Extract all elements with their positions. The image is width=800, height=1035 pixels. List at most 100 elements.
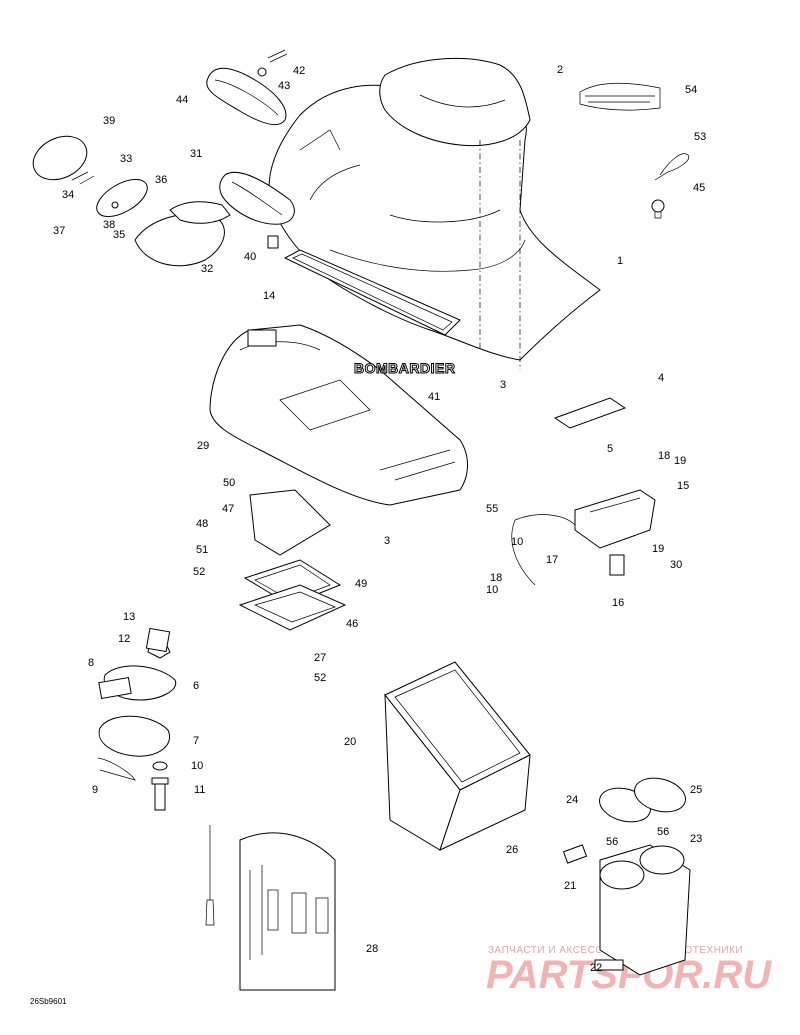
callout-29: 29 [197, 440, 209, 452]
callout-49: 49 [355, 578, 367, 590]
callout-45: 45 [693, 182, 705, 194]
callout-50: 50 [223, 477, 235, 489]
grab-handle [219, 171, 295, 225]
callout-number: 11 [194, 784, 205, 796]
callout-48: 48 [196, 518, 208, 530]
callout-number: 33 [120, 153, 132, 165]
callout-22: 22 [590, 962, 602, 974]
callout-15: 15 [677, 480, 689, 492]
callout-number: 19 [652, 543, 664, 555]
callout-number: 39 [103, 115, 115, 127]
callout-8: 8 [88, 657, 94, 669]
callout-46: 46 [346, 618, 358, 630]
callout-number: 52 [314, 672, 326, 684]
top-cover-panel [379, 57, 531, 147]
bracket-4 [553, 397, 627, 429]
callout-19: 19 [652, 543, 664, 555]
callout-number: 3 [500, 379, 506, 391]
mirror-housing [134, 201, 231, 267]
callout-number: 3 [384, 535, 390, 547]
callout-4: 4 [658, 372, 664, 384]
brand-label: BOMBARDIER [354, 360, 455, 376]
retaining-clip [654, 153, 690, 181]
callout-number: 2 [557, 64, 563, 76]
callout-number: 4 [658, 372, 664, 384]
callout-labels: 1233456789101010111213141516171818191920… [53, 64, 706, 974]
callout-number: 24 [566, 794, 578, 806]
storage-floor-tray: BOMBARDIER [209, 324, 468, 506]
callout-56: 56 [606, 836, 618, 848]
callout-10: 10 [191, 760, 203, 772]
callout-26: 26 [506, 844, 518, 856]
mirror-base-plate [71, 171, 148, 218]
callout-number: 18 [658, 450, 670, 462]
callout-39: 39 [103, 115, 115, 127]
callout-44: 44 [176, 94, 188, 106]
callout-21: 21 [564, 880, 576, 892]
latch-base-7 [98, 715, 171, 757]
callout-2: 2 [557, 64, 563, 76]
mirror-bracket [206, 67, 287, 125]
callout-55: 55 [486, 503, 498, 515]
callout-number: 25 [690, 784, 702, 796]
callout-number: 6 [193, 680, 199, 692]
callout-number: 5 [607, 443, 613, 455]
callout-number: 23 [690, 833, 702, 845]
callout-34: 34 [62, 189, 74, 201]
callout-number: 10 [511, 536, 523, 548]
callout-number: 49 [355, 578, 367, 590]
gasket-seal [283, 249, 461, 336]
callout-number: 26 [506, 844, 518, 856]
callout-41: 41 [428, 391, 440, 403]
callout-32: 32 [201, 263, 213, 275]
callout-number: 52 [193, 566, 205, 578]
callout-number: 56 [657, 826, 669, 838]
callout-number: 50 [223, 477, 235, 489]
callout-40: 40 [244, 251, 256, 263]
callout-14: 14 [263, 290, 275, 302]
callout-52: 52 [314, 672, 326, 684]
callout-number: 45 [693, 182, 705, 194]
callout-number: 30 [670, 559, 682, 571]
callout-1: 1 [617, 255, 623, 267]
nut-12 [145, 627, 171, 653]
mirror-glass [32, 135, 88, 181]
callout-54: 54 [685, 84, 697, 96]
callout-42: 42 [293, 65, 305, 77]
callout-number: 34 [62, 189, 74, 201]
callout-number: 31 [190, 148, 202, 160]
callout-number: 9 [92, 784, 98, 796]
callout-11: 11 [194, 784, 205, 796]
callout-12: 12 [118, 633, 130, 645]
callout-18: 18 [490, 572, 502, 584]
callout-number: 10 [191, 760, 203, 772]
callout-number: 43 [278, 80, 290, 92]
callout-5: 5 [607, 443, 613, 455]
callout-number: 1 [617, 255, 623, 267]
callout-3: 3 [384, 535, 390, 547]
bolt-11 [151, 777, 169, 811]
callout-number: 13 [123, 611, 135, 623]
callout-number: 32 [201, 263, 213, 275]
callout-19: 19 [674, 455, 686, 467]
cable-9 [97, 757, 136, 781]
callout-56: 56 [657, 826, 669, 838]
callout-18: 18 [658, 450, 670, 462]
callout-20: 20 [344, 736, 356, 748]
callout-number: 19 [674, 455, 686, 467]
callout-31: 31 [190, 148, 202, 160]
callout-number: 21 [564, 880, 576, 892]
washer-43 [257, 67, 267, 77]
callout-35: 35 [113, 229, 125, 241]
callout-47: 47 [222, 503, 234, 515]
callout-25: 25 [690, 784, 702, 796]
callout-number: 40 [244, 251, 256, 263]
lock-plate [238, 584, 347, 631]
callout-number: 27 [314, 652, 326, 664]
callout-number: 15 [677, 480, 689, 492]
callout-37: 37 [53, 225, 65, 237]
callout-number: 54 [685, 84, 697, 96]
callout-number: 18 [490, 572, 502, 584]
callout-number: 16 [612, 597, 624, 609]
